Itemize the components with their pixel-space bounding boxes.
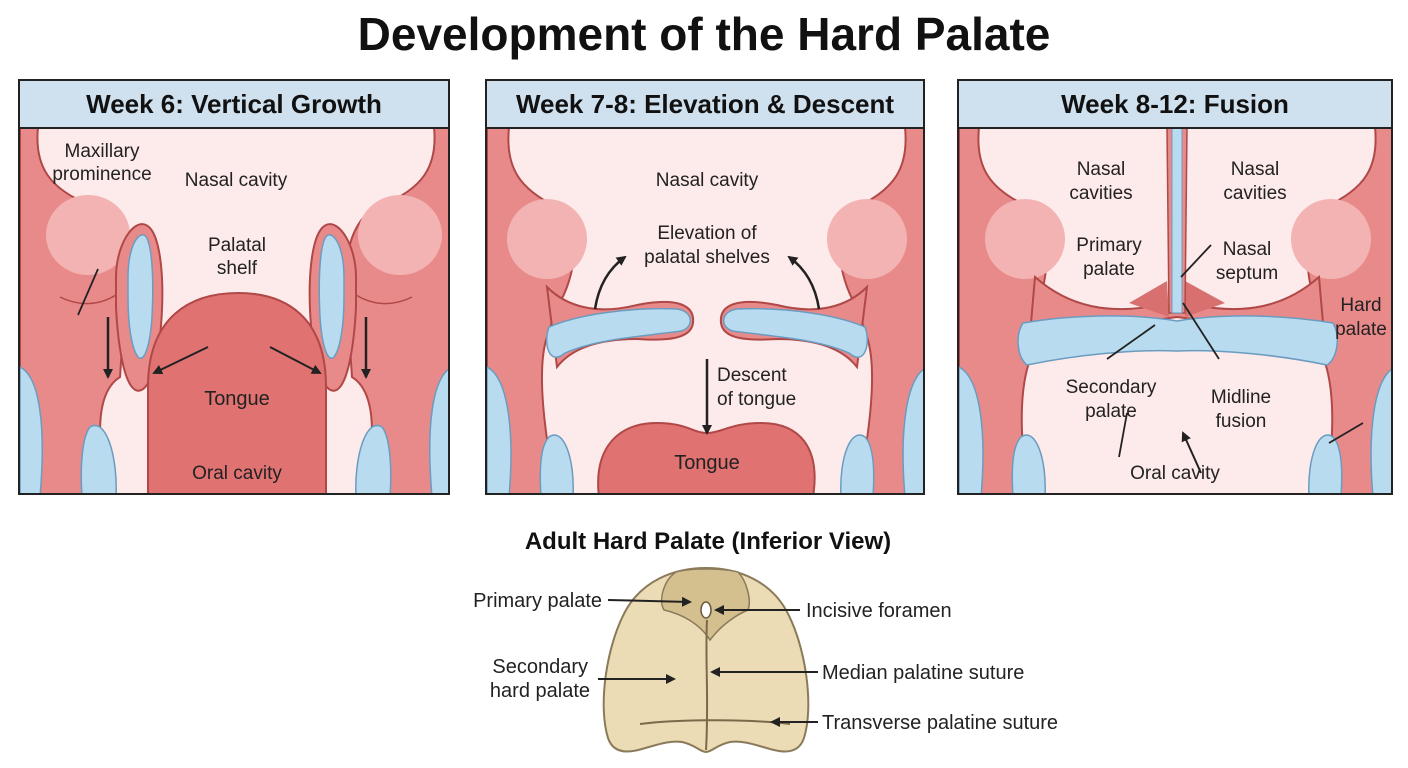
label-adult-secondary-1: Secondary bbox=[492, 656, 588, 678]
left-tooth-bud bbox=[539, 434, 574, 493]
label-nasal-left-2: cavities bbox=[1069, 183, 1132, 204]
label-septum-1: Nasal bbox=[1223, 239, 1272, 260]
right-gum-line bbox=[355, 294, 413, 305]
panel-week-6: Week 6: Vertical Growth bbox=[18, 79, 450, 495]
midline-fusion-arrow bbox=[1181, 431, 1202, 474]
left-lower-cartilage bbox=[959, 366, 984, 493]
label-secondary-2: palate bbox=[1085, 401, 1137, 422]
label-palatal-1: Palatal bbox=[208, 235, 266, 256]
incisive-foramen-shape bbox=[700, 601, 712, 619]
left-lower-cartilage bbox=[20, 366, 43, 493]
label-transverse-suture: Transverse palatine suture bbox=[822, 712, 1058, 734]
label-descent-1: Descent bbox=[717, 365, 787, 386]
left-gum-line bbox=[59, 294, 117, 305]
primary-palate-pointer bbox=[1106, 324, 1156, 360]
primary-palate-arrow bbox=[607, 596, 692, 607]
label-hard-palate-2: palate bbox=[1335, 319, 1387, 340]
panel-week-8-12: Week 8-12: Fusion bbox=[957, 79, 1393, 495]
median-suture-line bbox=[705, 619, 709, 751]
right-prominence bbox=[1291, 199, 1371, 279]
label-septum-2: septum bbox=[1216, 263, 1278, 284]
shelf-left-pointer bbox=[152, 346, 209, 375]
left-tooth-bud bbox=[80, 424, 117, 493]
primary-palate-right-shape bbox=[1185, 281, 1225, 317]
left-tooth-bud bbox=[1011, 434, 1046, 493]
right-tooth-bud bbox=[1308, 434, 1343, 493]
label-elevation-1: Elevation of bbox=[657, 223, 757, 244]
right-elevation-arrow bbox=[787, 255, 821, 310]
main-title: Development of the Hard Palate bbox=[357, 8, 1051, 60]
left-palatal-shelf bbox=[127, 234, 154, 359]
fused-hard-palate bbox=[1017, 315, 1339, 366]
left-maxillary-prominence bbox=[46, 195, 130, 275]
label-tongue: Tongue bbox=[204, 388, 270, 410]
week-6-diagram: Maxillary prominence Nasal cavity Palata… bbox=[20, 127, 448, 493]
nasal-septum bbox=[1171, 127, 1183, 314]
label-descent-2: of tongue bbox=[717, 389, 796, 410]
label-nasal-right-1: Nasal bbox=[1231, 159, 1280, 180]
septum-upper-pointer bbox=[1180, 244, 1212, 278]
right-lower-cartilage bbox=[429, 368, 448, 493]
left-lower-cartilage bbox=[487, 366, 512, 493]
label-secondary-1: Secondary bbox=[1066, 377, 1157, 398]
panel-week-7-8-heading: Week 7-8: Elevation & Descent bbox=[487, 81, 923, 129]
label-primary-2: palate bbox=[1083, 259, 1135, 280]
left-elevation-arrow bbox=[593, 255, 627, 310]
right-palatal-shelf bbox=[723, 307, 869, 358]
label-nasal-cavity: Nasal cavity bbox=[185, 170, 288, 191]
label-midline-2: fusion bbox=[1216, 411, 1267, 432]
label-incisive-foramen: Incisive foramen bbox=[806, 600, 952, 622]
left-palatal-shelf bbox=[545, 307, 691, 358]
label-nasal-cavity: Nasal cavity bbox=[656, 170, 759, 191]
right-tooth-bud bbox=[840, 434, 875, 493]
tongue-shape bbox=[147, 291, 327, 493]
week-7-8-diagram: Nasal cavity Elevation of palatal shelve… bbox=[487, 127, 923, 493]
right-tooth-bud bbox=[355, 424, 392, 493]
label-hard-palate-1: Hard bbox=[1340, 295, 1381, 316]
right-lower-cartilage bbox=[1370, 368, 1391, 493]
label-palatal-2: shelf bbox=[217, 258, 258, 279]
panel-week-6-heading: Week 6: Vertical Growth bbox=[20, 81, 448, 129]
panel-week-7-8: Week 7-8: Elevation & Descent bbox=[485, 79, 925, 495]
label-oral-cavity: Oral cavity bbox=[1130, 463, 1220, 484]
right-palatal-shelf bbox=[318, 234, 345, 359]
right-prominence bbox=[827, 199, 907, 279]
label-primary-1: Primary bbox=[1076, 235, 1142, 256]
week-8-12-diagram: Nasal cavities Nasal cavities Primary pa… bbox=[959, 127, 1391, 493]
label-maxillary-2: prominence bbox=[52, 164, 151, 185]
left-prominence bbox=[985, 199, 1065, 279]
left-prominence bbox=[507, 199, 587, 279]
primary-palate-shape bbox=[1129, 281, 1169, 317]
adult-heading: Adult Hard Palate (Inferior View) bbox=[525, 528, 891, 555]
label-median-suture: Median palatine suture bbox=[822, 662, 1024, 684]
label-midline-1: Midline bbox=[1211, 387, 1271, 408]
secondary-palate-pointer bbox=[1118, 412, 1128, 458]
septum-pointer bbox=[1182, 302, 1220, 360]
maxillary-pointer bbox=[77, 268, 99, 316]
shelf-right-pointer bbox=[269, 346, 322, 374]
hard-palate-pointer bbox=[1328, 422, 1364, 444]
label-tongue: Tongue bbox=[674, 452, 740, 474]
label-nasal-right-2: cavities bbox=[1223, 183, 1286, 204]
label-elevation-2: palatal shelves bbox=[644, 247, 770, 268]
right-maxillary-prominence bbox=[358, 195, 442, 275]
label-nasal-left-1: Nasal bbox=[1077, 159, 1126, 180]
label-adult-secondary-2: hard palate bbox=[490, 680, 590, 702]
right-lower-cartilage bbox=[902, 368, 923, 493]
label-adult-primary: Primary palate bbox=[473, 590, 602, 612]
panel-week-8-12-heading: Week 8-12: Fusion bbox=[959, 81, 1391, 129]
label-oral-cavity: Oral cavity bbox=[192, 463, 282, 484]
label-maxillary-1: Maxillary bbox=[65, 141, 140, 162]
